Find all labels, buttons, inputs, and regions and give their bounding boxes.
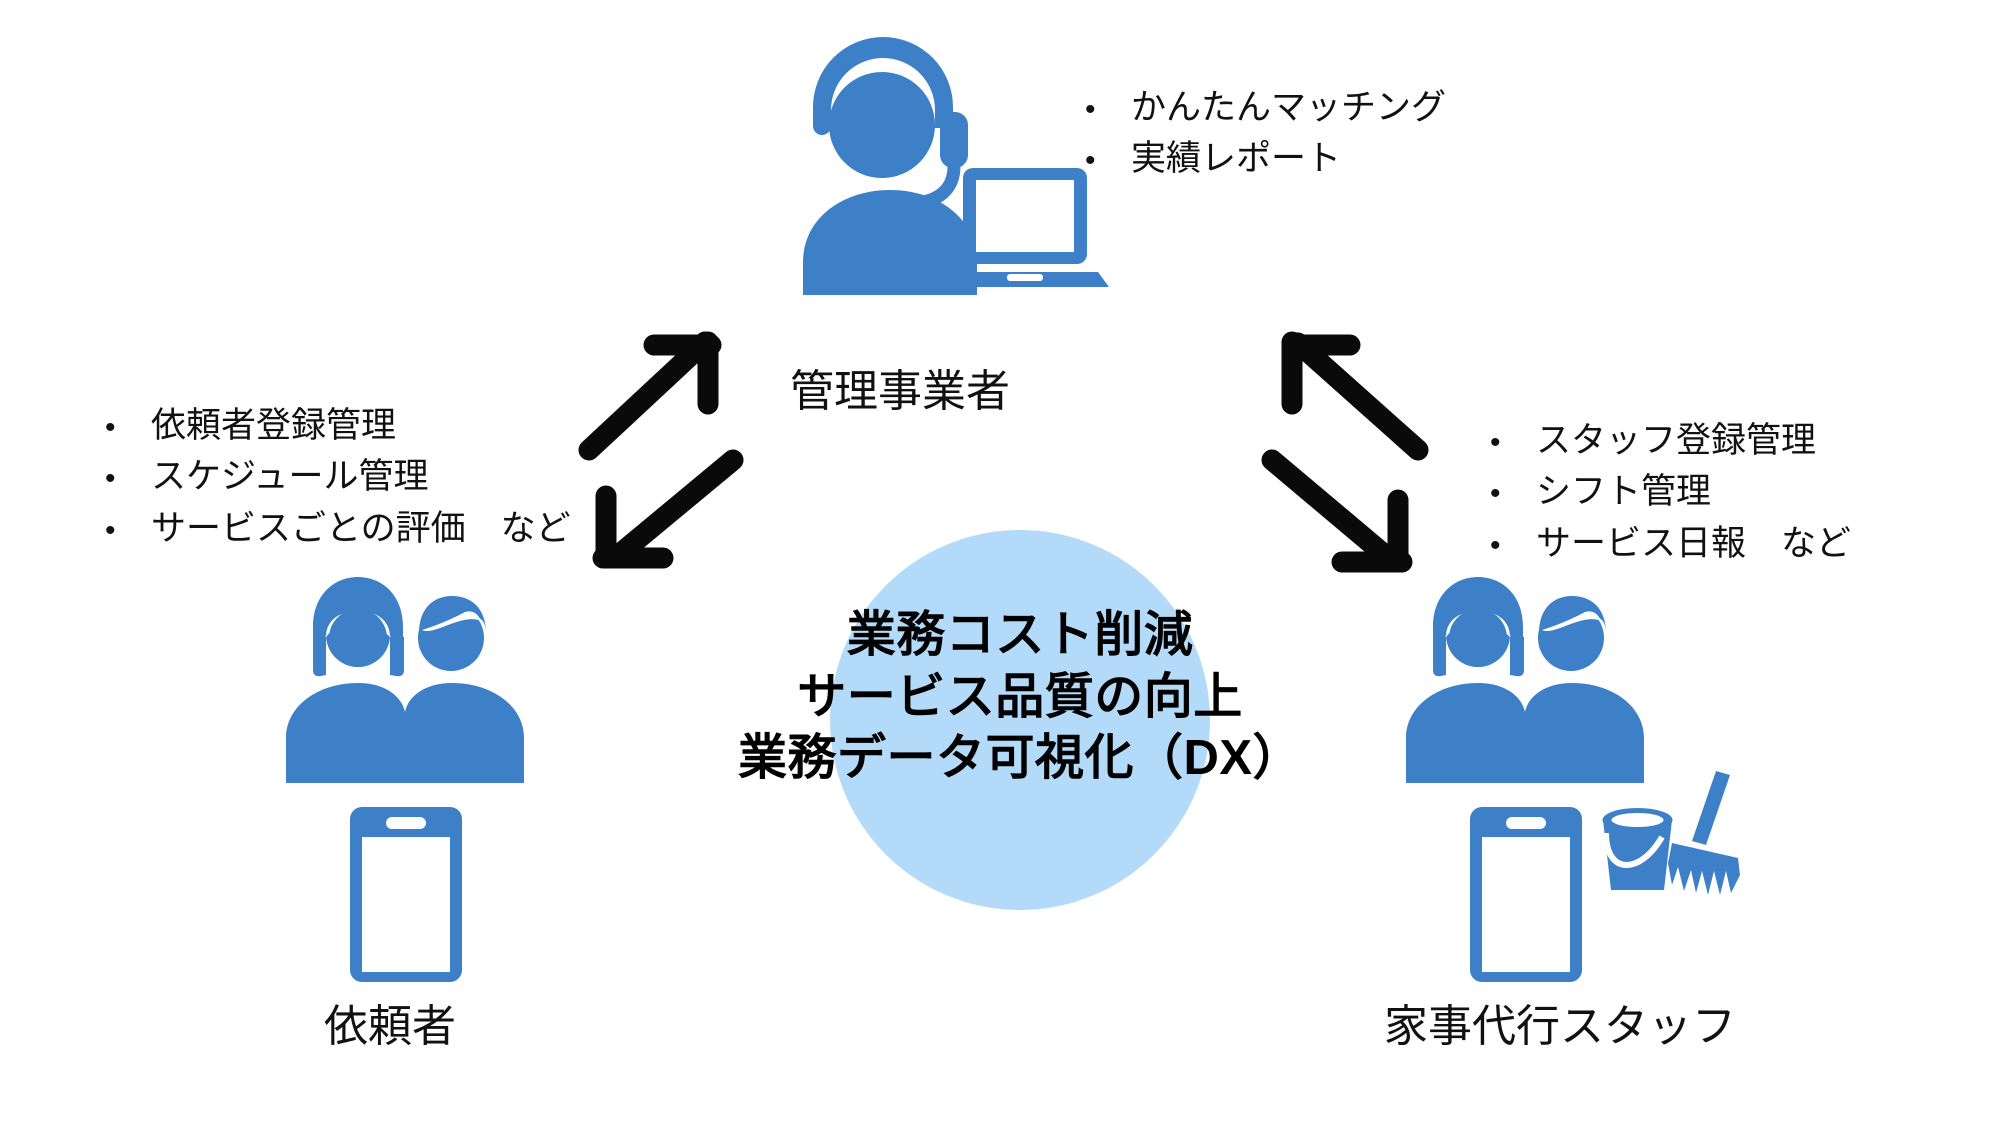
list-item: • スタッフ登録管理 [1490, 415, 1851, 466]
bullet-marker-icon: • [1085, 93, 1096, 126]
list-item-label: 実績レポート [1131, 139, 1342, 179]
list-item: • スケジュール管理 [105, 451, 571, 502]
bullet-marker-icon: • [105, 462, 116, 496]
bullet-marker-icon: • [1490, 477, 1501, 511]
client-feature-list: • 依頼者登録管理 • スケジュール管理 • サービスごとの評価 など [105, 400, 571, 554]
list-item-label: サービスごとの評価 など [151, 508, 571, 548]
list-item-label: サービス日報 など [1536, 523, 1852, 563]
two-people-smartphone-bucket-broom-icon [1400, 575, 1755, 982]
benefit-line-3: 業務データ可視化（DX） [737, 731, 1303, 786]
list-item: • サービスごとの評価 など [105, 503, 571, 554]
staff-feature-list: • スタッフ登録管理 • シフト管理 • サービス日報 など [1490, 415, 1851, 569]
operator-benefit-list: • かんたんマッチング • 実績レポート [1085, 82, 1446, 185]
list-item-label: スケジュール管理 [151, 457, 429, 497]
list-item: • 実績レポート [1085, 133, 1446, 184]
list-item: • 依頼者登録管理 [105, 400, 571, 451]
benefits-text-block: 業務コスト削減 サービス品質の向上 業務データ可視化（DX） [640, 605, 1400, 790]
node-label-staff: 家事代行スタッフ [1384, 1002, 1736, 1051]
list-item-label: スタッフ登録管理 [1536, 421, 1817, 460]
bullet-marker-icon: • [105, 513, 116, 547]
list-item: • かんたんマッチング [1085, 82, 1446, 133]
staff-operator-connector-group [1250, 320, 1445, 575]
bullet-marker-icon: • [1085, 144, 1096, 178]
benefit-line-2: サービス品質の向上 [797, 669, 1243, 724]
list-item: • シフト管理 [1490, 466, 1851, 517]
operator-headset-laptop-icon [795, 37, 1125, 295]
list-item-label: 依頼者登録管理 [151, 406, 397, 445]
two-people-smartphone-icon [280, 575, 530, 982]
benefits-halo-circle [830, 530, 1210, 910]
node-label-client: 依頼者 [324, 1002, 456, 1051]
node-label-operator: 管理事業者 [790, 367, 1010, 416]
bullet-marker-icon: • [1490, 426, 1501, 459]
list-item-label: かんたんマッチング [1131, 88, 1447, 127]
list-item: • サービス日報 など [1490, 518, 1851, 569]
bullet-marker-icon: • [105, 411, 116, 444]
bullet-marker-icon: • [1490, 528, 1501, 562]
benefit-line-1: 業務コスト削減 [846, 608, 1194, 662]
client-operator-connector-group [565, 320, 760, 570]
list-item-label: シフト管理 [1536, 472, 1712, 512]
